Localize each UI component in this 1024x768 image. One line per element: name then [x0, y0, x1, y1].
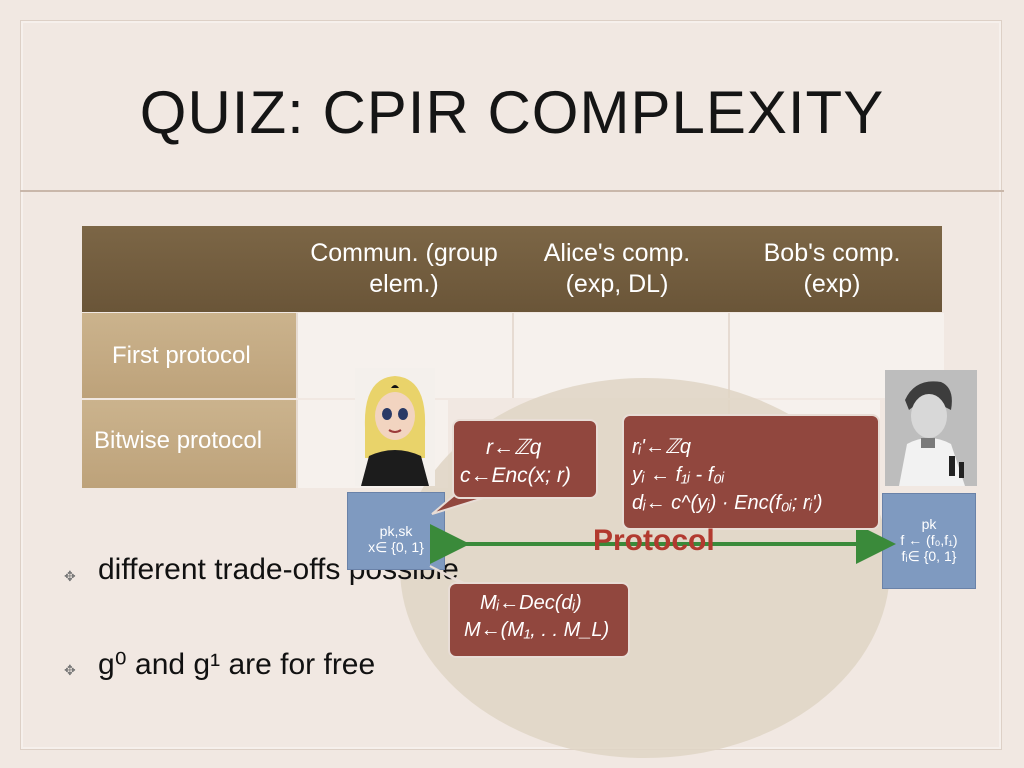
header-alice-comp: Alice's comp. (exp, DL)	[543, 239, 691, 298]
row-label-bitwise: Bitwise protocol	[94, 427, 263, 454]
bob-keys-box: pk f ← (f₀,f₁) fᵢ∈ {0, 1}	[882, 493, 976, 589]
bob-database: f ← (f₀,f₁)	[900, 532, 958, 548]
callout-alice-line1: r←ℤq	[486, 436, 542, 459]
callout-decode-line2: M←(M₁, . . M_L)	[464, 619, 610, 641]
alice-input: x∈ {0, 1}	[368, 539, 424, 555]
bob-key: pk	[921, 516, 937, 532]
bullet-icon: ✥	[64, 568, 76, 584]
header-bob-comp: Bob's comp. (exp)	[763, 239, 901, 298]
slide-frame	[20, 20, 1002, 750]
alice-decrypt-callout: Mᵢ←Dec(dᵢ) M←(M₁, . . M_L)	[448, 582, 630, 658]
callout-bob-line3: dᵢ← c^(yᵢ) · Enc(f₀ᵢ; rᵢ')	[632, 492, 823, 514]
callout-bob-line1: rᵢ'←ℤq	[632, 436, 691, 458]
row-bitwise-protocol: Bitwise protocol	[82, 400, 296, 488]
callout-alice-line2: c←Enc(x; r)	[460, 464, 571, 487]
bob-portrait-image	[885, 370, 977, 486]
alice-portrait-image	[355, 368, 435, 486]
bullet-free: g⁰ and g¹ are for free	[98, 648, 376, 681]
row-label-first: First protocol	[112, 342, 251, 369]
bob-bits: fᵢ∈ {0, 1}	[901, 548, 957, 564]
bob-compute-callout: rᵢ'←ℤq yᵢ ← f₁ᵢ - f₀ᵢ dᵢ← c^(yᵢ) · Enc(f…	[622, 414, 880, 530]
table-header: Commun. (group elem.) Alice's comp. (exp…	[82, 226, 942, 312]
row-first-protocol: First protocol	[82, 313, 296, 398]
title-divider	[20, 190, 1004, 192]
callout-bob-line2: yᵢ ← f₁ᵢ - f₀ᵢ	[632, 464, 725, 486]
slide-title: QUIZ: CPIR COMPLEXITY	[139, 79, 885, 146]
bullet-icon: ✥	[64, 662, 76, 678]
alice-keys-box: pk,sk x∈ {0, 1}	[347, 492, 445, 570]
alice-encrypt-callout: r←ℤq c←Enc(x; r)	[452, 419, 598, 499]
protocol-label: Protocol	[593, 524, 715, 557]
callout-decode-line1: Mᵢ←Dec(dᵢ)	[480, 592, 582, 614]
alice-keys: pk,sk	[379, 523, 413, 539]
header-communication: Commun. (group elem.)	[310, 239, 498, 298]
